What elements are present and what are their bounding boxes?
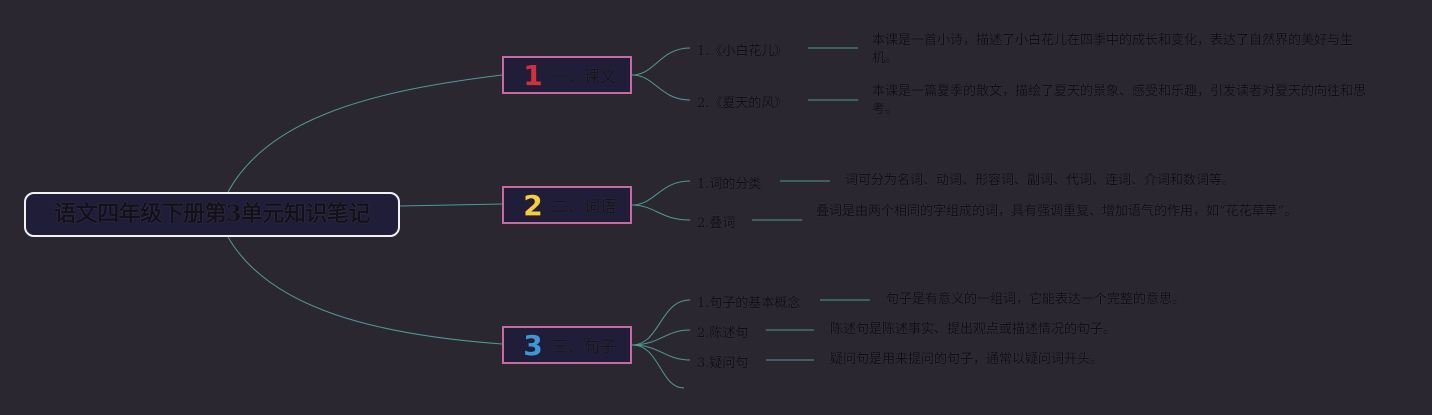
- link-branch-3-child-3: [631, 344, 691, 361]
- branch-1-topic[interactable]: 1 一、课文: [502, 56, 632, 94]
- branch-1-child-2-desc[interactable]: 本课是一篇夏季的散文，描绘了夏天的景象、感受和乐趣，引发读者对夏天的向往和思考。: [872, 84, 1367, 117]
- branch-3-child-3-label[interactable]: 3.疑问句: [697, 356, 749, 371]
- branch-1-child-2-label[interactable]: 2.《夏天的风》: [697, 96, 788, 111]
- branch-3-child-2-label[interactable]: 2.陈述句: [697, 326, 749, 341]
- branch-3-child-1-desc[interactable]: 句子是有意义的一组词，它能表达一个完整的意思。: [886, 292, 1186, 307]
- link-branch-1-child-1: [631, 47, 691, 76]
- link-branch-3-child-4: [631, 344, 685, 389]
- link-branch-3-child-1: [631, 299, 691, 346]
- branch-2-child-2-desc[interactable]: 叠词是由两个相同的字组成的词，具有强调重复、增加语气的作用，如“花花草草”。: [816, 204, 1298, 219]
- branch-1-child-1-label[interactable]: 1.《小白花儿》: [697, 44, 788, 59]
- link-branch-3-child-2: [631, 329, 691, 346]
- branch-3-number: 3: [523, 328, 543, 362]
- link-branch-2-child-1: [631, 180, 691, 206]
- branch-2-label: 二、词语: [552, 197, 617, 216]
- branch-1-child-1-desc[interactable]: 本课是一首小诗，描述了小白花儿在四季中的成长和变化，表达了自然界的美好与生机。: [872, 33, 1354, 66]
- link-branch-1-child-2: [631, 74, 691, 101]
- branch-1-number: 1: [523, 58, 543, 92]
- branch-3-label: 三、句子: [552, 337, 617, 356]
- branch-3-topic[interactable]: 3 三、句子: [502, 326, 632, 364]
- branch-2-child-1-label[interactable]: 1.词的分类: [697, 177, 762, 192]
- branch-2-child-1-desc[interactable]: 词可分为名词、动词、形容词、副词、代词、连词、介词和数词等。: [845, 173, 1236, 188]
- branch-3-child-1-label[interactable]: 1.句子的基本概念: [697, 296, 801, 311]
- branch-2-child-2-label[interactable]: 2.叠词: [697, 216, 736, 231]
- branch-1-label: 一、课文: [552, 67, 617, 86]
- link-branch-2-child-2: [631, 204, 691, 221]
- branch-2-topic[interactable]: 2 二、词语: [502, 186, 632, 224]
- branch-2-number: 2: [523, 188, 543, 222]
- branch-3-child-3-desc[interactable]: 疑问句是用来提问的句子，通常以疑问词开头。: [830, 352, 1104, 367]
- link-root-branch-3: [227, 236, 503, 345]
- link-root-branch-2: [399, 203, 503, 207]
- link-root-branch-1: [227, 74, 503, 193]
- root-topic[interactable]: 语文四年级下册第3单元知识笔记: [24, 192, 400, 237]
- branch-3-child-2-desc[interactable]: 陈述句是陈述事实、提出观点或描述情况的句子。: [830, 322, 1117, 337]
